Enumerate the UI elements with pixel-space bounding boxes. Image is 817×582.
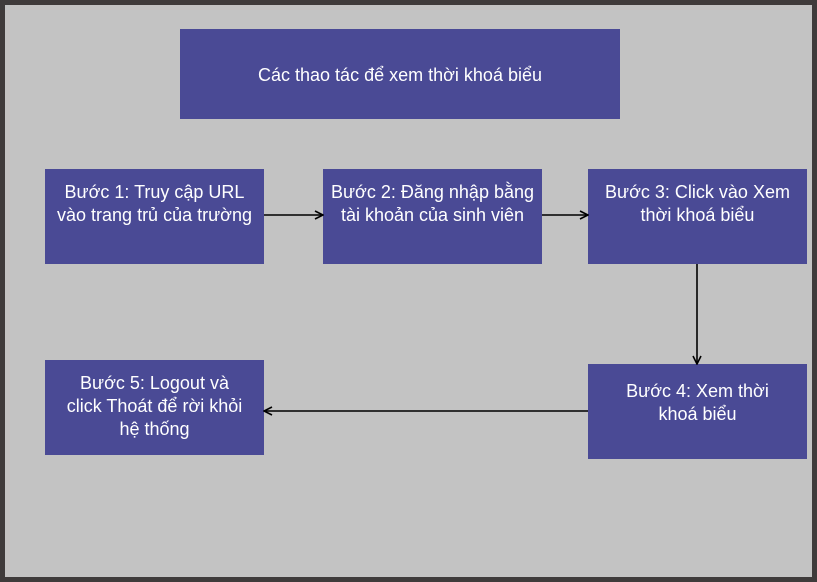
step-2-box: Bước 2: Đăng nhập bằng tài khoản của sin… xyxy=(323,169,542,264)
step-3-label: Bước 3: Click vào Xem thời khoá biểu xyxy=(605,182,790,225)
step-1-box: Bước 1: Truy cập URL vào trang trủ của t… xyxy=(45,169,264,264)
step-1-label: Bước 1: Truy cập URL vào trang trủ của t… xyxy=(57,182,252,225)
diagram-title: Các thao tác để xem thời khoá biểu xyxy=(258,65,542,85)
step-5-box: Bước 5: Logout và click Thoát để rời khỏ… xyxy=(45,360,264,455)
step-4-box: Bước 4: Xem thời khoá biểu xyxy=(588,364,807,459)
step-2-label: Bước 2: Đăng nhập bằng tài khoản của sin… xyxy=(331,182,534,225)
step-5-label: Bước 5: Logout và click Thoát để rời khỏ… xyxy=(66,373,243,439)
step-3-box: Bước 3: Click vào Xem thời khoá biểu xyxy=(588,169,807,264)
step-4-label: Bước 4: Xem thời khoá biểu xyxy=(626,381,769,424)
diagram-title-box: Các thao tác để xem thời khoá biểu xyxy=(180,29,620,119)
